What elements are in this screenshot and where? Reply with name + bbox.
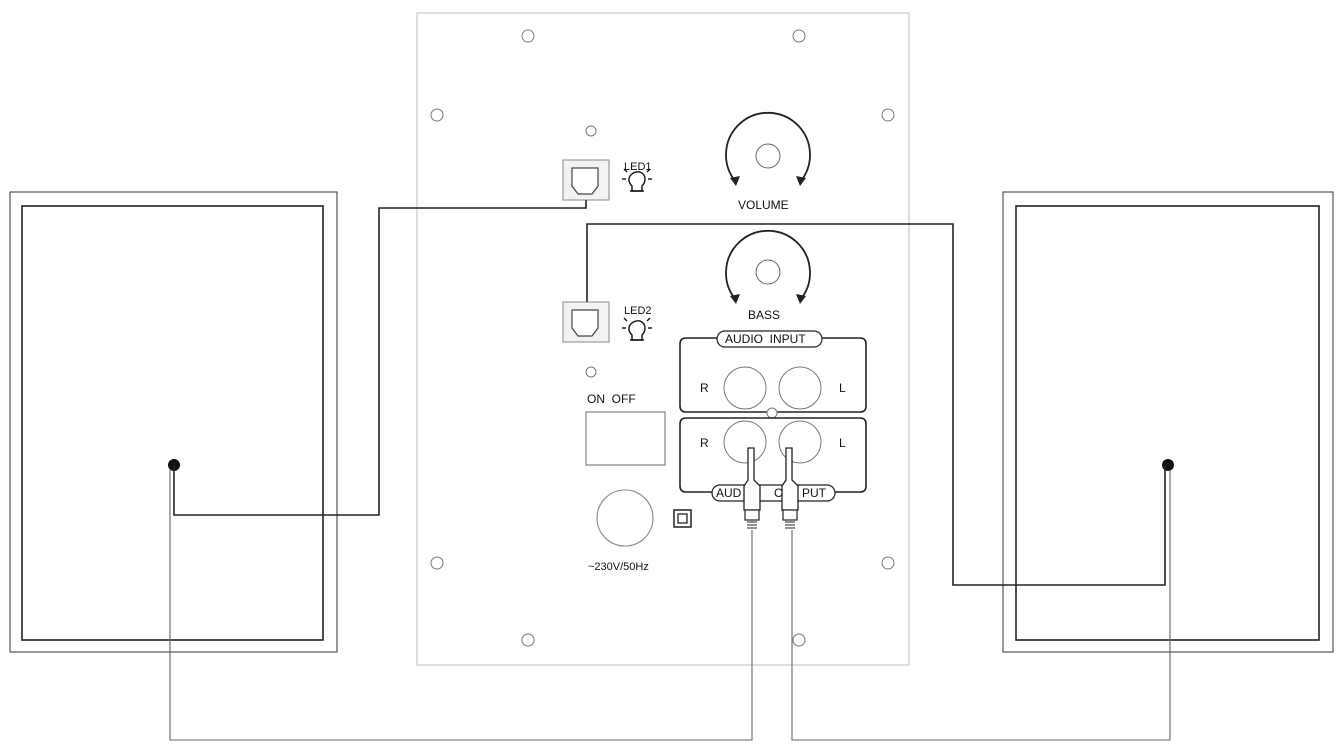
left-speaker bbox=[9, 191, 338, 653]
wiring bbox=[169, 200, 1171, 741]
led-bulb-icon bbox=[622, 317, 652, 341]
led2-label: LED2 bbox=[624, 305, 652, 317]
led-bulb-icon bbox=[622, 168, 652, 192]
bass-label: BASS bbox=[748, 308, 780, 322]
led2-indicator: LED2 bbox=[622, 305, 652, 341]
wire-jack2-to-right-speaker bbox=[586, 223, 1166, 586]
speaker-jack-2[interactable] bbox=[562, 301, 610, 343]
audio-output-label-right: PUT bbox=[802, 486, 827, 500]
audio-output-label-left: AUD bbox=[716, 486, 742, 500]
output-r-label: R bbox=[700, 436, 709, 450]
on-off-label: ON OFF bbox=[587, 392, 636, 406]
audio-input-panel: AUDIO INPUT R L bbox=[679, 330, 867, 419]
double-square-icon bbox=[673, 509, 692, 528]
screw-holes bbox=[430, 29, 895, 647]
right-speaker bbox=[1002, 191, 1334, 653]
right-speaker-terminal bbox=[1162, 459, 1174, 471]
rca-plug-left bbox=[781, 447, 799, 529]
back-panel: LED1 LED2 bbox=[416, 12, 910, 666]
audio-input-label: AUDIO INPUT bbox=[725, 332, 806, 346]
rotary-knob-icon bbox=[725, 229, 811, 304]
output-l-label: L bbox=[839, 436, 846, 450]
power-label: ~230V/50Hz bbox=[588, 561, 649, 573]
wire-right-speaker-to-rca bbox=[791, 470, 1171, 741]
center-hole bbox=[766, 407, 778, 419]
led1-indicator: LED1 bbox=[622, 161, 652, 192]
wire-jack1-to-left-speaker bbox=[173, 200, 587, 516]
input-l-label: L bbox=[839, 381, 846, 395]
volume-label: VOLUME bbox=[738, 198, 789, 212]
input-l-jack[interactable] bbox=[778, 366, 822, 410]
output-l-jack[interactable] bbox=[778, 420, 822, 464]
input-r-label: R bbox=[700, 381, 709, 395]
led1-label: LED1 bbox=[624, 161, 652, 173]
audio-input-pill bbox=[716, 330, 823, 348]
audio-output-pill bbox=[711, 484, 836, 502]
power-switch[interactable]: ON OFF bbox=[585, 392, 666, 466]
rotary-knob-icon bbox=[725, 111, 811, 186]
power-socket: ~230V/50Hz bbox=[588, 489, 654, 573]
audio-output-panel: AUD OU PUT R L bbox=[679, 417, 867, 502]
wire-left-speaker-to-rca bbox=[169, 470, 753, 741]
rca-plug-right bbox=[743, 447, 761, 529]
output-r-jack[interactable] bbox=[723, 420, 767, 464]
bass-knob[interactable]: BASS bbox=[725, 229, 811, 322]
speaker-jack-1[interactable] bbox=[562, 159, 610, 201]
volume-knob[interactable]: VOLUME bbox=[725, 111, 811, 212]
input-r-jack[interactable] bbox=[723, 366, 767, 410]
